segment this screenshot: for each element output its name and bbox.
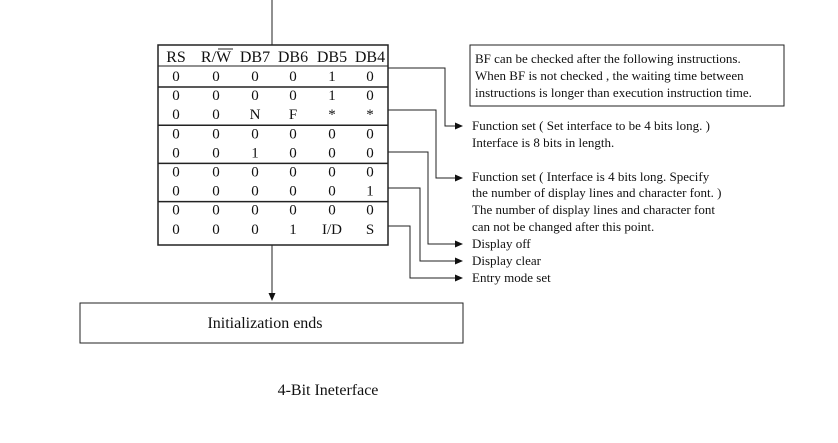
header-db6: DB6	[278, 49, 308, 66]
table-cell: 0	[172, 203, 180, 219]
table-cell: 0	[289, 203, 297, 219]
table-cell: 0	[212, 222, 220, 238]
table-cell: 0	[172, 69, 180, 85]
table-cell: 0	[212, 184, 220, 200]
table-cell: 0	[289, 69, 297, 85]
header-db5: DB5	[317, 49, 347, 66]
annotations: Function set ( Set interface to be 4 bit…	[472, 118, 721, 285]
table-cell: 0	[289, 126, 297, 142]
table-cell: 0	[212, 145, 220, 161]
table-cell: 0	[212, 126, 220, 142]
annotation-function-set-8bit-line-2: Interface is 8 bits in length.	[472, 135, 614, 150]
annotation-display-clear: Display clear	[472, 253, 542, 268]
annotation-function-set-8bit-line-1: Function set ( Set interface to be 4 bit…	[472, 118, 710, 133]
annotation-function-set-4bit-line-3: The number of display lines and characte…	[472, 202, 715, 217]
bf-note-box: BF can be checked after the following in…	[469, 44, 785, 107]
table-cell: 0	[172, 165, 180, 181]
table-cell: 0	[328, 126, 336, 142]
end-box-border	[79, 302, 464, 344]
table-cell: 0	[172, 107, 180, 123]
table-cell: 0	[289, 184, 297, 200]
table-border	[157, 44, 389, 246]
annotation-function-set-4bit-line-1: Function set ( Interface is 4 bits long.…	[472, 169, 710, 184]
note-line-2: When BF is not checked , the waiting tim…	[475, 68, 744, 83]
connector-function-set-8bit	[388, 67, 463, 130]
annotation-entry-mode-set: Entry mode set	[472, 270, 551, 285]
table-cell: 1	[328, 88, 336, 104]
initialization-end-box: Initialization ends	[79, 302, 464, 344]
end-box-label: Initialization ends	[207, 315, 322, 332]
table-cell: 0	[212, 69, 220, 85]
header-db7: DB7	[240, 49, 270, 66]
connector-entry-mode	[388, 225, 463, 282]
table-cell: 1	[366, 184, 374, 200]
table-cell: 0	[172, 222, 180, 238]
header-rs: RS	[166, 49, 186, 66]
table-cell: 0	[172, 88, 180, 104]
connector-function-set-4bit	[388, 109, 463, 182]
table-cell: 0	[366, 88, 374, 104]
table-cell: *	[366, 107, 374, 123]
table-cell: 0	[366, 203, 374, 219]
table-cell: 0	[328, 184, 336, 200]
table-cell: S	[366, 222, 374, 238]
table-cell: 0	[172, 126, 180, 142]
diagram-caption: 4-Bit Ineterface	[278, 382, 379, 399]
table-cell: 0	[212, 203, 220, 219]
table-cell: 0	[366, 145, 374, 161]
table-cell: 0	[212, 88, 220, 104]
table-cell: N	[250, 107, 261, 123]
table-cell: 0	[251, 184, 259, 200]
table-cell: 0	[251, 222, 259, 238]
table-cell: 0	[251, 69, 259, 85]
connector-display-off	[388, 151, 463, 248]
table-cell: 0	[328, 203, 336, 219]
table-cell: 0	[172, 184, 180, 200]
table-cell: 1	[251, 145, 259, 161]
header-db4: DB4	[355, 49, 385, 66]
note-line-1: BF can be checked after the following in…	[475, 51, 741, 66]
table-cell: 0	[328, 165, 336, 181]
table-cell: *	[328, 107, 336, 123]
table-cell: 0	[289, 88, 297, 104]
table-cell: 0	[366, 69, 374, 85]
table-cell: 0	[172, 145, 180, 161]
table-cell: 0	[251, 203, 259, 219]
table-cell: 0	[366, 126, 374, 142]
connector-display-clear	[388, 187, 463, 265]
note-line-3: instructions is longer than execution in…	[475, 85, 752, 100]
table-cell: 1	[328, 69, 336, 85]
table-cell: 0	[212, 107, 220, 123]
table-cell: 0	[289, 145, 297, 161]
annotation-display-off: Display off	[472, 236, 531, 251]
table-cell: 0	[289, 165, 297, 181]
header-rw: R/W	[201, 49, 232, 66]
table-cell: 0	[251, 126, 259, 142]
table-cell: 0	[251, 88, 259, 104]
table-cell: 0	[366, 165, 374, 181]
table-cell: F	[289, 107, 297, 123]
note-box-border	[469, 44, 785, 107]
table-cell: I/D	[322, 222, 342, 238]
annotation-function-set-4bit-line-2: the number of display lines and characte…	[472, 185, 721, 200]
annotation-function-set-4bit-line-4: can not be changed after this point.	[472, 219, 654, 234]
group-separators	[158, 65, 388, 203]
table-header-row: RS R/W DB7 DB6 DB5 DB4	[166, 48, 385, 66]
table-cell: 0	[328, 145, 336, 161]
connectors	[388, 67, 463, 282]
table-cell: 0	[212, 165, 220, 181]
table-cell: 0	[251, 165, 259, 181]
table-cell: 1	[289, 222, 297, 238]
